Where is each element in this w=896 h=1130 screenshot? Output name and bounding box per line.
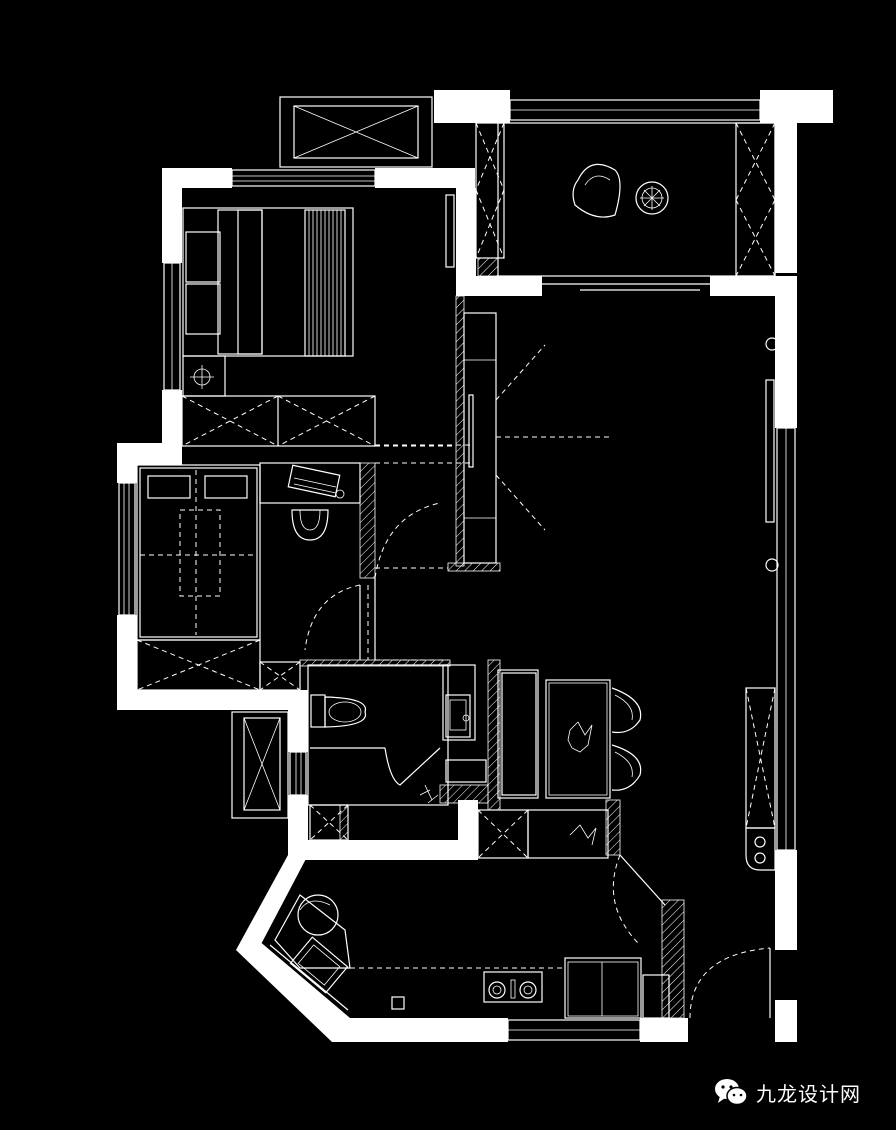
windows — [118, 96, 796, 1041]
watermark: 九龙设计网 — [714, 1072, 861, 1112]
living-room — [231, 337, 779, 871]
wechat-icon — [715, 1079, 748, 1106]
watermark-text: 九龙设计网 — [756, 1081, 861, 1106]
second-bedroom — [136, 462, 448, 691]
walls — [117, 90, 833, 1042]
bathroom — [299, 659, 501, 841]
kitchen — [269, 854, 771, 1019]
dining-area — [477, 669, 642, 859]
master-bedroom — [181, 194, 456, 447]
bed-throw — [304, 209, 346, 357]
tv-wall — [375, 295, 612, 572]
balcony — [475, 122, 776, 277]
